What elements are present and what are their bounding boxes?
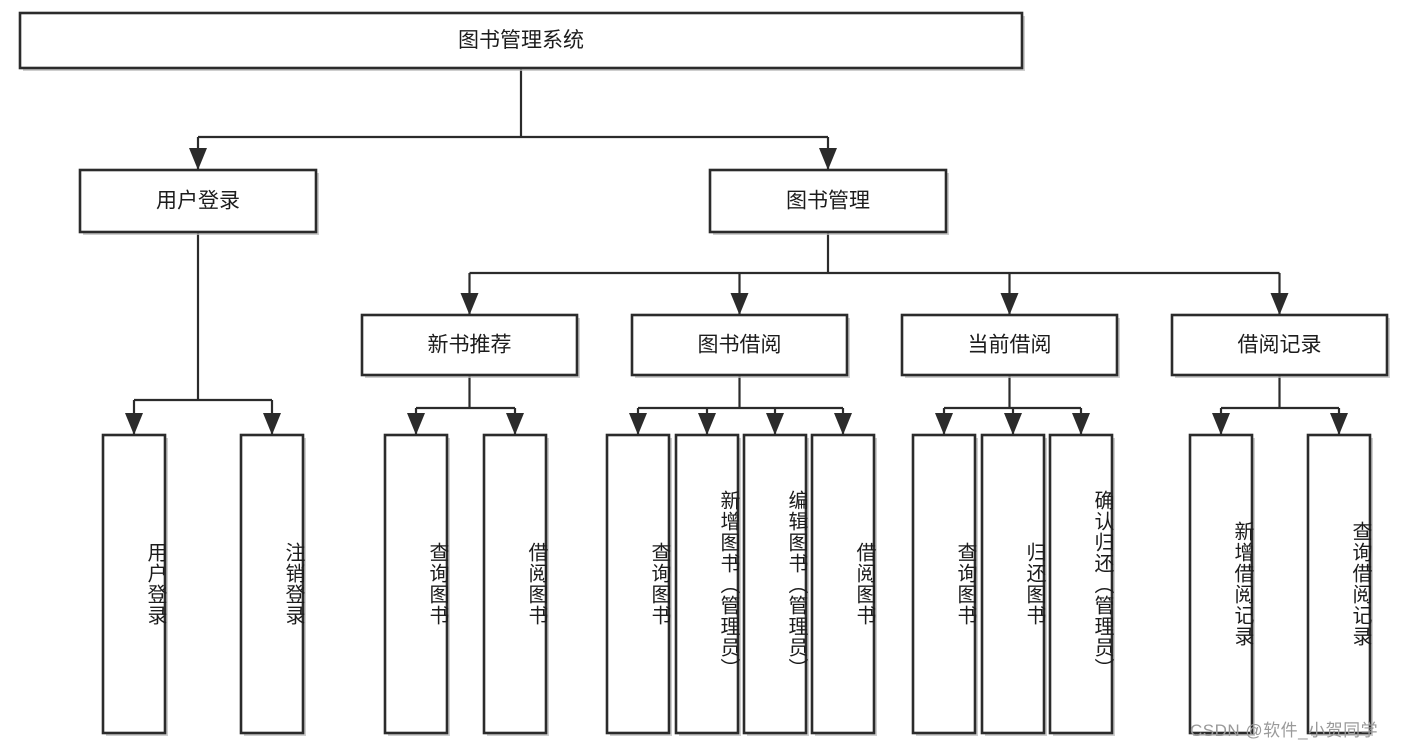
node-leaf-leaf-current-return-book[interactable]: [980, 433, 1046, 735]
current-borrow-leaves-arrow-0: [935, 413, 953, 435]
book-borrow-leaves-arrow-2: [766, 413, 784, 435]
node-leaf-leaf-borrow-add-book[interactable]: [674, 433, 740, 735]
user-login-leaves-arrow-0: [125, 413, 143, 435]
node-leaf-leaf-record-add[interactable]: [1188, 433, 1254, 735]
root-arrow-0: [189, 148, 207, 170]
node-leaf-leaf-user-logout[interactable]: [239, 433, 305, 735]
node-leaf-leaf-rec-borrow-book[interactable]: [482, 433, 548, 735]
node-level2-book-borrow-label: 图书借阅: [698, 334, 782, 357]
node-level1-book-manage[interactable]: [708, 168, 948, 234]
node-box-layer: [18, 11, 1390, 736]
borrow-record-leaves-arrow-1: [1330, 413, 1348, 435]
root-arrow-1: [819, 148, 837, 170]
node-leaf-leaf-user-login[interactable]: [101, 433, 167, 735]
book-manage-arrow-3: [1270, 293, 1289, 315]
node-leaf-leaf-borrow-borrow-book[interactable]: [810, 433, 876, 735]
current-borrow-leaves-arrow-2: [1072, 413, 1090, 435]
book-manage-arrow-2: [1000, 293, 1019, 315]
new-book-rec-leaves-arrow-1: [506, 413, 524, 435]
user-login-leaves-arrow-1: [263, 413, 281, 435]
node-level1-book-manage-label: 图书管理: [786, 190, 870, 213]
node-level2-current-borrow[interactable]: [900, 313, 1119, 377]
book-manage-arrow-0: [460, 293, 479, 315]
node-leaf-leaf-current-confirm-return[interactable]: [1048, 433, 1114, 735]
book-borrow-leaves-arrow-0: [629, 413, 647, 435]
node-root-label: 图书管理系统: [458, 29, 584, 52]
current-borrow-leaves-arrow-1: [1004, 413, 1022, 435]
node-level2-book-borrow[interactable]: [630, 313, 849, 377]
borrow-record-leaves-arrow-0: [1212, 413, 1230, 435]
book-borrow-leaves-arrow-3: [834, 413, 852, 435]
node-level2-borrow-record-label: 借阅记录: [1238, 334, 1322, 357]
node-level1-user-login[interactable]: [78, 168, 318, 234]
csdn-watermark: CSDN @软件_小贺同学: [1190, 721, 1379, 740]
node-level2-current-borrow-label: 当前借阅: [968, 334, 1052, 357]
node-leaf-leaf-borrow-query-book[interactable]: [605, 433, 671, 735]
node-root[interactable]: [18, 11, 1024, 70]
node-leaf-leaf-current-query-book[interactable]: [911, 433, 977, 735]
node-leaf-leaf-rec-query-book[interactable]: [383, 433, 449, 735]
new-book-rec-leaves-arrow-0: [407, 413, 425, 435]
node-level1-user-login-label: 用户登录: [156, 190, 240, 213]
book-borrow-leaves-arrow-1: [698, 413, 716, 435]
node-leaf-leaf-record-query[interactable]: [1306, 433, 1372, 735]
book-manage-arrow-1: [730, 293, 749, 315]
node-leaf-leaf-borrow-edit-book[interactable]: [742, 433, 808, 735]
node-level2-borrow-record[interactable]: [1170, 313, 1389, 377]
node-level2-new-book-rec[interactable]: [360, 313, 579, 377]
connector-layer: [125, 68, 1348, 435]
node-level2-new-book-rec-label: 新书推荐: [428, 334, 512, 357]
